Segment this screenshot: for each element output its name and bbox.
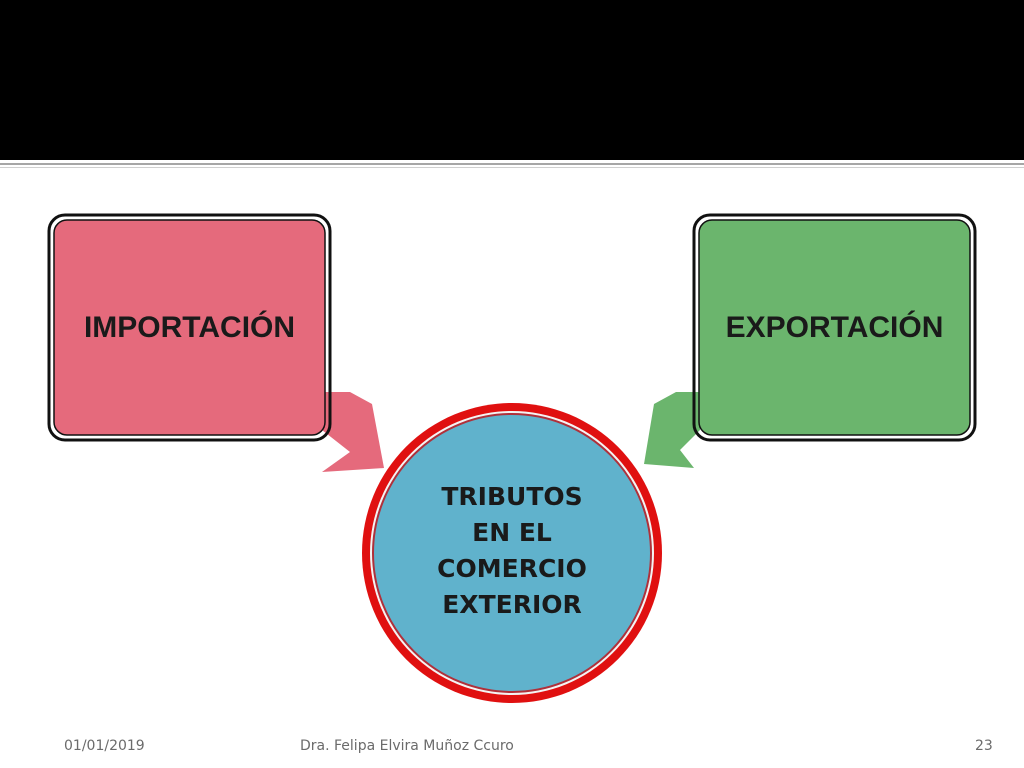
import-box-outline [47, 213, 332, 442]
import-label: IMPORTACIÓN [83, 310, 296, 344]
export-box-outline [692, 213, 977, 442]
title-divider [0, 163, 1024, 165]
center-circle [372, 413, 652, 693]
footer-page-number: 23 [975, 738, 993, 754]
title-bar [0, 0, 1024, 160]
footer-author: Dra. Felipa Elvira Muñoz Ccuro [300, 738, 514, 754]
import-box [53, 219, 326, 436]
title-divider-thin [0, 167, 1024, 168]
footer-date: 01/01/2019 [64, 738, 145, 754]
arrow-export-to-center [644, 392, 700, 468]
arrow-import-to-center [322, 392, 384, 472]
center-label: TRIBUTOS EN EL COMERCIO EXTERIOR [437, 482, 587, 619]
export-label: EXPORTACIÓN [725, 310, 944, 344]
export-box [698, 219, 971, 436]
